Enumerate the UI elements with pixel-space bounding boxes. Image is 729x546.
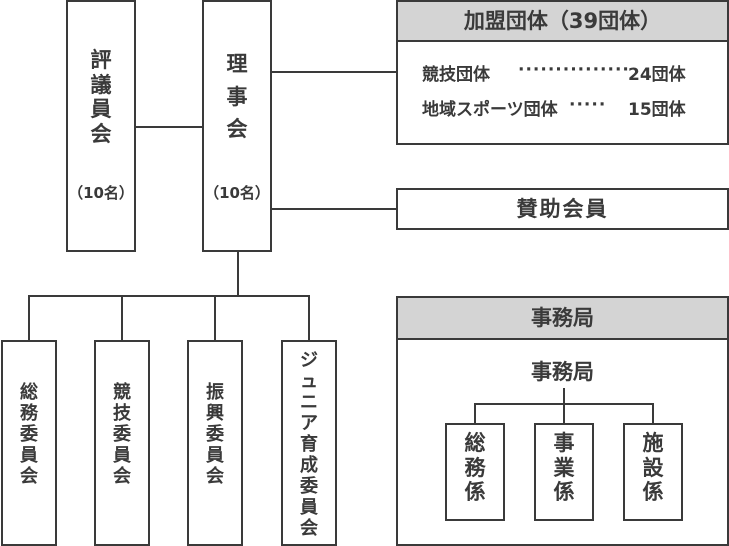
section-label: 施設係	[625, 431, 681, 505]
council-label: 評議員会	[68, 48, 134, 146]
secretariat-head: 事務局	[531, 360, 594, 384]
glyph: ュ	[300, 371, 318, 393]
committee-drop	[214, 295, 216, 341]
member-org-row-sports: 競技団体 ··············· 24団体	[422, 60, 686, 85]
glyph: 事	[553, 431, 575, 455]
glyph: 会	[206, 466, 224, 488]
supporters-box: 賛助会員	[396, 188, 729, 230]
glyph: 係	[553, 480, 575, 505]
glyph: 務	[20, 403, 38, 425]
council-count: （10名）	[68, 184, 134, 202]
glyph: 員	[90, 97, 112, 122]
board-count: （10名）	[204, 184, 270, 202]
glyph: 競	[113, 382, 131, 403]
glyph: ニ	[300, 392, 318, 414]
glyph: 係	[642, 480, 664, 505]
glyph: 委	[113, 424, 131, 446]
section-business: 事業係	[534, 423, 594, 521]
glyph: 務	[464, 455, 486, 480]
section-general-affairs: 総務係	[445, 423, 505, 521]
board-supporters-connector	[272, 208, 396, 210]
glyph: 係	[464, 480, 486, 505]
glyph: 会	[90, 121, 112, 146]
secretariat-stem	[563, 388, 565, 404]
glyph: 員	[20, 445, 38, 467]
glyph: 施	[642, 431, 664, 455]
member-org-count: 15団体	[628, 100, 686, 120]
secretariat-title: 事務局	[398, 298, 727, 340]
board-member-orgs-connector	[272, 71, 396, 73]
section-drop	[563, 403, 565, 423]
glyph: 員	[300, 497, 318, 519]
section-drop	[652, 403, 654, 423]
section-label: 総務係	[447, 431, 503, 505]
committee-competition: 競技委員会	[94, 340, 150, 546]
glyph: 興	[206, 403, 224, 425]
glyph: 振	[206, 382, 224, 403]
committee-drop	[308, 295, 310, 341]
committee-drop	[121, 295, 123, 341]
glyph: 会	[226, 117, 248, 142]
glyph: 理	[226, 52, 248, 76]
member-org-name: 地域スポーツ団体	[422, 100, 558, 120]
committee-label: 振興委員会	[189, 382, 241, 487]
council-board-connector	[136, 126, 202, 128]
glyph: 評	[90, 48, 112, 72]
section-facilities: 施設係	[623, 423, 683, 521]
committee-junior-development: ジュニア育成委員会	[281, 340, 337, 546]
board-box: 理事会 （10名）	[202, 0, 272, 252]
committee-promotion: 振興委員会	[187, 340, 243, 546]
board-label: 理事会	[204, 52, 270, 142]
board-committees-stem	[237, 252, 239, 296]
glyph: 委	[206, 424, 224, 446]
glyph: 業	[553, 455, 575, 480]
section-label: 事業係	[536, 431, 592, 505]
glyph: 議	[90, 72, 112, 97]
glyph: 会	[300, 518, 318, 540]
member-org-count: 24団体	[628, 65, 686, 85]
glyph: 事	[226, 84, 248, 109]
glyph: 委	[20, 424, 38, 446]
committee-drop	[28, 295, 30, 341]
committee-label: 競技委員会	[96, 382, 148, 487]
glyph: 設	[642, 455, 664, 480]
member-orgs-title: 加盟団体（39団体）	[398, 2, 727, 42]
glyph: 会	[113, 466, 131, 488]
member-org-row-community: 地域スポーツ団体 ····· 15団体	[422, 95, 686, 120]
glyph: 員	[206, 445, 224, 467]
glyph: 総	[20, 382, 38, 403]
glyph: 員	[113, 445, 131, 467]
glyph: ア	[300, 413, 318, 435]
glyph: 成	[300, 455, 318, 477]
member-org-dots: ···············	[518, 60, 630, 80]
member-org-dots: ·····	[569, 95, 607, 115]
committees-bus	[28, 295, 310, 297]
glyph: 委	[300, 476, 318, 498]
glyph: 総	[464, 431, 486, 455]
council-box: 評議員会 （10名）	[66, 0, 136, 252]
glyph: ジ	[300, 350, 318, 371]
secretariat-panel: 事務局 事務局 総務係 事業係 施設係	[396, 296, 729, 546]
member-orgs-panel: 加盟団体（39団体） 競技団体 ··············· 24団体 地域ス…	[396, 0, 729, 145]
glyph: 会	[20, 466, 38, 488]
committee-general-affairs: 総務委員会	[1, 340, 57, 546]
glyph: 技	[113, 403, 131, 425]
committee-label: 総務委員会	[3, 382, 55, 487]
committee-label: ジュニア育成委員会	[283, 350, 335, 539]
section-drop	[474, 403, 476, 423]
supporters-label: 賛助会員	[516, 197, 609, 221]
member-org-name: 競技団体	[422, 65, 490, 85]
glyph: 育	[300, 434, 318, 456]
